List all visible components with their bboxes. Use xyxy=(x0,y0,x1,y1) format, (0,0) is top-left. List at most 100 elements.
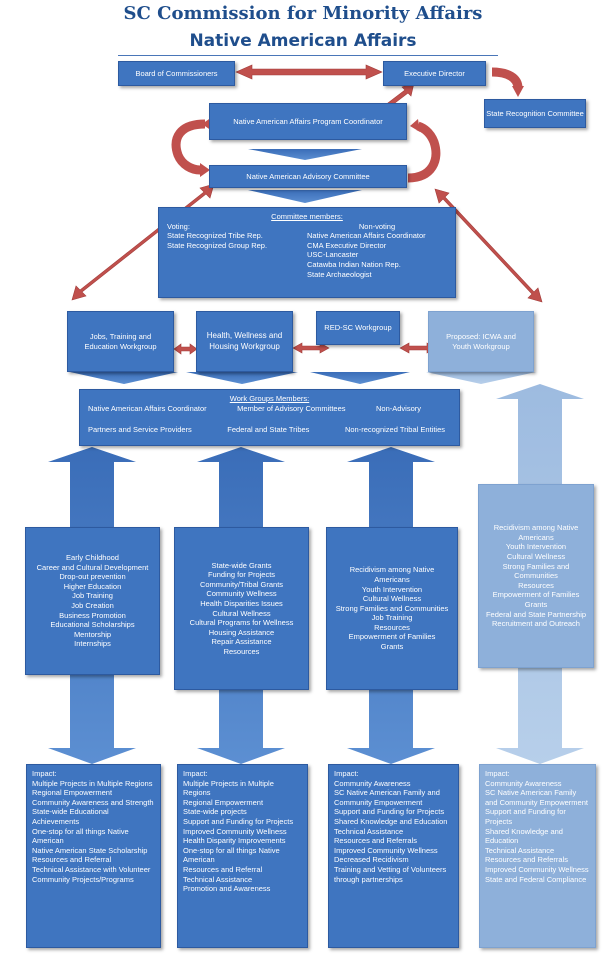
focus-item: Health Disparities Issues xyxy=(200,598,283,608)
impact-item: Community Awareness xyxy=(485,778,562,788)
impact-item: Training and Vetting of Volunteers throu… xyxy=(334,864,447,884)
title-divider xyxy=(118,55,498,56)
impact-item: Resources and Referral xyxy=(32,855,112,865)
workgroup-members-header: Work Groups Members: xyxy=(229,394,310,403)
focus-item: State-wide Grants xyxy=(211,560,272,570)
advisory-committee-label: Native American Advisory Committee xyxy=(246,171,370,181)
nonvoting-label: Non-voting xyxy=(358,221,396,231)
impact-item: Community Awareness xyxy=(334,778,411,788)
focus-item: Community/Tribal Grants xyxy=(199,579,284,589)
focus-item: Recidivism among Native Americans xyxy=(349,565,435,584)
focus-item: Funding for Projects xyxy=(207,570,276,580)
advisory-wg4-arrow xyxy=(434,188,543,303)
voting-list: State Recognized Tribe Rep.State Recogni… xyxy=(167,231,307,250)
focus-item: Higher Education xyxy=(63,581,122,591)
focus-item: Strong Families and Communities xyxy=(502,561,570,581)
focus-item: Resources xyxy=(518,580,554,590)
focus-item: Early Childhood xyxy=(66,553,119,563)
focus-item: Federal and State Partnership xyxy=(485,609,587,619)
focus-item: Cultural Programs for Wellness xyxy=(189,618,294,628)
member-item: Member of Advisory Committees xyxy=(237,403,346,413)
focus-item: Educational Scholarships xyxy=(50,620,135,630)
impact-label: Impact: xyxy=(334,769,359,778)
focus-item: Youth Intervention xyxy=(361,584,423,594)
focus-item: Grants xyxy=(380,642,404,652)
page-title: SC Commission for Minority Affairs xyxy=(123,3,483,24)
impact-item: Improved Community Wellness xyxy=(183,826,287,836)
left-loop-curve xyxy=(171,119,206,175)
focus-item: Career and Cultural Development xyxy=(36,562,149,572)
impact-item: Decreased Recidivism xyxy=(334,855,409,865)
workgroup-health: Health, Wellness and Housing Workgroup xyxy=(196,311,293,372)
voting-label: Voting: xyxy=(167,221,190,231)
coordinator-label: Native American Affairs Program Coordina… xyxy=(233,116,383,126)
focus-item: Empowerment of Families xyxy=(492,590,580,600)
workgroup-label: Health, Wellness and Housing Workgroup xyxy=(206,331,283,351)
focus-item: Resources xyxy=(374,622,410,632)
focus-item: Youth Intervention xyxy=(505,542,567,552)
coordinator-down-arrow xyxy=(248,149,362,160)
impact-label: Impact: xyxy=(485,769,510,778)
member-item: Native American Affairs Coordinator xyxy=(88,403,207,413)
impact-item: SC Native American Family and Community … xyxy=(485,788,588,807)
focus-item: Job Training xyxy=(371,613,413,623)
nonvoting-member: CMA Executive Director xyxy=(307,240,387,250)
impact-item: Health Disparity Improvements xyxy=(183,836,286,846)
impact-box-1: Impact: Multiple Projects in Multiple Re… xyxy=(26,764,161,948)
impact-item: State-wide Educational Achievements xyxy=(32,807,109,826)
impact-item: Technical Assistance with Volunteer Comm… xyxy=(32,864,151,884)
impact-label: Impact: xyxy=(32,769,57,778)
focus-item: Business Promotion xyxy=(59,610,126,620)
state-recognition-label: State Recognition Committee xyxy=(486,108,584,118)
voting-member: State Recognized Group Rep. xyxy=(167,240,268,250)
focus-item: Repair Assistance xyxy=(211,637,272,647)
impact-item: One-stop for all things Native American xyxy=(32,826,129,846)
impact-item: Support and Funding for Projects xyxy=(183,816,294,826)
impact-item: State and Federal Compliance xyxy=(485,874,587,884)
nonvoting-member: Native American Affairs Coordinator xyxy=(307,231,426,241)
voting-column: Voting: State Recognized Tribe Rep.State… xyxy=(167,222,307,280)
wg1-wg2-arrow xyxy=(173,343,198,355)
impact-item: Resources and Referrals xyxy=(334,836,417,846)
focus-item: Strong Families and Communities xyxy=(335,603,449,613)
nonvoting-member: Catawba Indian Nation Rep. xyxy=(307,259,401,269)
focus-item: Mentorship xyxy=(73,629,112,639)
members-row-1: Native American Affairs Coordinator Memb… xyxy=(88,404,451,414)
impact-item: State-wide projects xyxy=(183,807,247,817)
impact-item: Technical Assistance xyxy=(485,845,555,855)
impact-item: Improved Community Wellness xyxy=(334,845,438,855)
impact-item: Community Awareness and Strength xyxy=(32,797,154,807)
member-item: Federal and State Tribes xyxy=(227,425,310,435)
right-loop-curve xyxy=(407,121,441,183)
executive-director-label: Executive Director xyxy=(404,68,465,78)
focus-item: Cultural Wellness xyxy=(506,552,566,562)
focus-item: Job Training xyxy=(72,591,113,601)
impact-item: Promotion and Awareness xyxy=(183,884,271,894)
executive-director-box: Executive Director xyxy=(383,61,486,86)
state-recognition-box: State Recognition Committee xyxy=(484,99,586,128)
focus-item: Recruitment and Outreach xyxy=(492,619,580,629)
voting-member: State Recognized Tribe Rep. xyxy=(167,231,263,241)
state-recognition-curve xyxy=(491,67,523,89)
focus-item: Drop-out prevention xyxy=(59,572,126,582)
member-item: Partners and Service Providers xyxy=(88,425,192,435)
focus-item: Resources xyxy=(223,646,260,656)
impact-item: SC Native American Family and Community … xyxy=(334,788,440,807)
workgroup-members-box: Work Groups Members: Native American Aff… xyxy=(79,389,460,446)
impact-item: Multiple Projects in Multiple Regions xyxy=(32,778,153,788)
focus-item: Housing Assistance xyxy=(208,627,275,637)
committee-members-header: Committee members: xyxy=(271,212,343,221)
focus-item: Cultural Wellness xyxy=(362,594,422,604)
focus-item: Community Wellness xyxy=(206,589,277,599)
